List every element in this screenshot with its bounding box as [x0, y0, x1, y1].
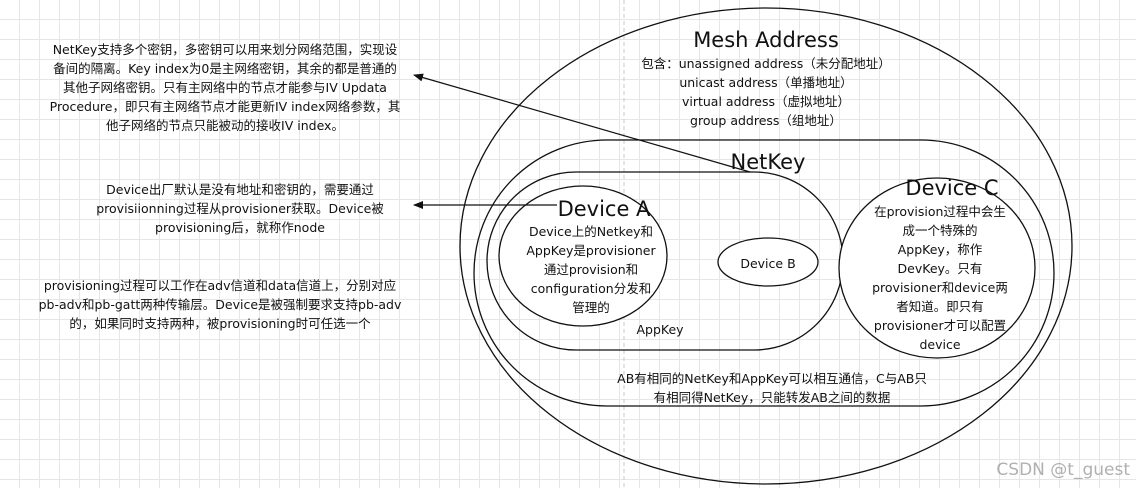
device-a-details: Device上的Netkey和 AppKey是provisioner 通过pro… — [526, 224, 656, 315]
device-note: Device出厂默认是没有地址和密钥的，需要通过 provisiionning过… — [96, 182, 384, 235]
netkey-arrow — [413, 73, 751, 173]
mesh-address-title: Mesh Address — [693, 28, 839, 52]
communication-note: AB有相同的NetKey和AppKey可以相互通信，C与AB只 有相同得NetK… — [617, 371, 927, 405]
device-b-title: Device B — [740, 256, 796, 271]
device-a-title: Device A — [557, 197, 651, 221]
provisioning-note: provisioning过程可以工作在adv信道和data信道上，分别对应 pb… — [38, 278, 402, 331]
device-c-ellipse — [838, 177, 1036, 359]
mesh-address-ellipse — [459, 7, 1073, 485]
appkey-label: AppKey — [636, 322, 684, 337]
device-c-details: 在provision过程中会生 成一个特殊的 AppKey，称作 DevKey。… — [872, 204, 1008, 352]
device-c-title: Device C — [905, 176, 999, 200]
device-b-ellipse — [717, 237, 819, 287]
device-a-ellipse — [498, 185, 668, 327]
csdn-watermark: CSDN @t_guest — [996, 460, 1130, 480]
mesh-address-details: 包含：unassigned address（未分配地址） unicast add… — [641, 56, 891, 128]
netkey-note: NetKey支持多个密钥，多密钥可以用来划分网络范围，实现设 备间的隔离。Key… — [49, 42, 401, 133]
netkey-title: NetKey — [730, 150, 806, 174]
netkey-region — [473, 139, 1055, 407]
